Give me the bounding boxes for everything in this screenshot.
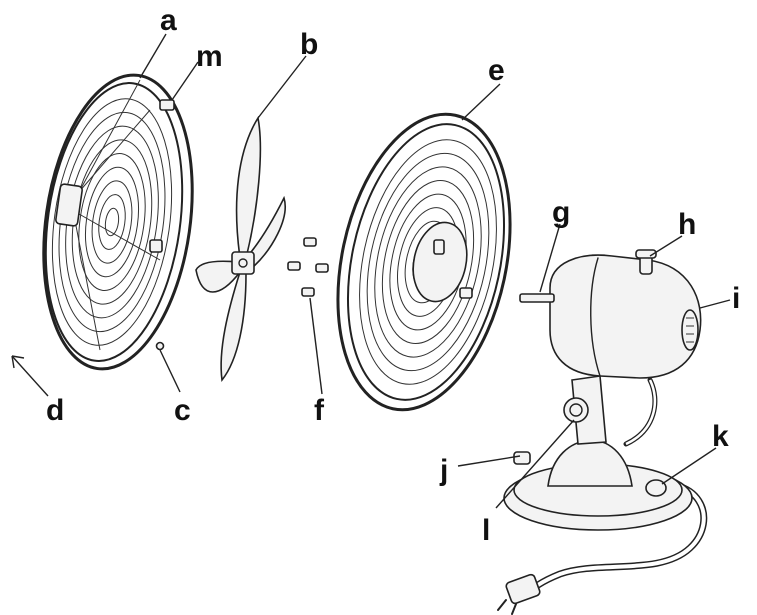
rear-grille-hub-opening	[412, 221, 468, 303]
callout-h: h	[678, 208, 696, 241]
callout-b: b	[300, 28, 318, 61]
callout-c: c	[174, 394, 191, 427]
callout-i: i	[732, 282, 740, 315]
grille-clip-top	[159, 99, 175, 111]
grille-ring	[374, 166, 482, 358]
small-screw	[155, 341, 165, 351]
blade-hub	[231, 251, 255, 275]
motor-rear-vent	[681, 309, 699, 351]
callout-a: a	[160, 4, 177, 37]
fan-motor-and-base	[497, 249, 708, 615]
callout-j: j	[439, 454, 448, 487]
callout-l: l	[482, 514, 490, 547]
callout-f: f	[314, 394, 325, 427]
callout-labels: a m b e g h i d c f j l k	[46, 4, 740, 547]
screw-2	[287, 261, 301, 271]
grille-ring	[104, 207, 120, 237]
cord-grommet	[645, 479, 667, 497]
callout-g: g	[552, 196, 570, 229]
tilt-knob	[563, 397, 589, 423]
grille-clip-side	[149, 239, 163, 253]
screws	[155, 237, 329, 351]
screw-4	[301, 287, 315, 297]
grille-center-badge	[55, 183, 83, 227]
front-grille	[42, 73, 194, 371]
callout-d: d	[46, 394, 64, 427]
rear-grille	[336, 112, 512, 412]
base-clip	[513, 451, 531, 465]
grille-ring	[91, 180, 133, 264]
screw-1	[303, 237, 317, 247]
grille-ring	[381, 180, 475, 344]
fan-blade	[195, 115, 286, 382]
callout-e: e	[488, 54, 505, 87]
callout-m: m	[196, 40, 223, 73]
grille-ring	[366, 152, 490, 372]
motor-housing	[549, 254, 702, 379]
grille-ring	[359, 139, 497, 385]
grille-ring	[98, 194, 126, 250]
power-plug	[497, 573, 541, 615]
callout-k: k	[712, 420, 729, 453]
screw-3	[315, 263, 329, 273]
leader-lines	[11, 33, 731, 509]
motor-shaft	[519, 293, 555, 303]
grille-ring	[78, 153, 146, 291]
